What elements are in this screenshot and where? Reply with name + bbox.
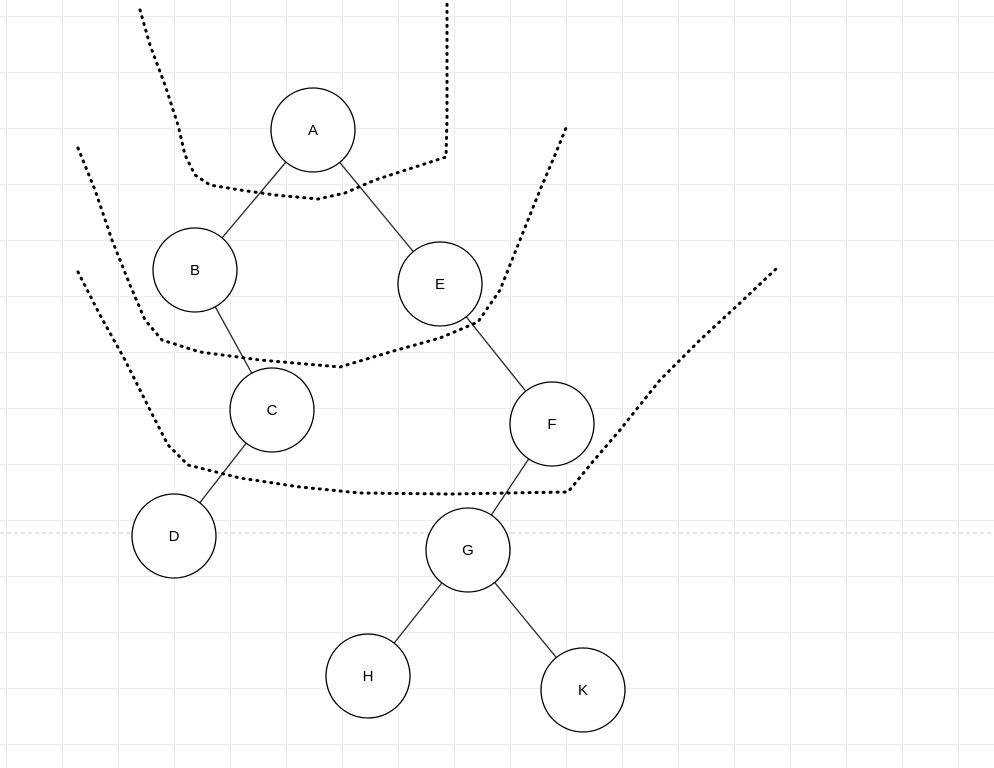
node-c[interactable]: C <box>229 367 315 453</box>
node-circle[interactable] <box>509 381 595 467</box>
boundary-curve-3 <box>76 266 779 496</box>
nodes-layer: A B E C F D G H K <box>131 87 626 733</box>
node-label: H <box>363 668 374 685</box>
node-g[interactable]: G <box>425 507 511 593</box>
node-label: E <box>435 276 445 293</box>
node-f[interactable]: F <box>509 381 595 467</box>
boundary-curve-1 <box>138 0 449 201</box>
node-circle[interactable] <box>325 633 411 719</box>
node-circle[interactable] <box>540 647 626 733</box>
node-label: D <box>169 528 180 545</box>
boundaries-layer <box>76 0 779 496</box>
node-circle[interactable] <box>131 493 217 579</box>
node-e[interactable]: E <box>397 241 483 327</box>
node-label: G <box>462 542 474 559</box>
node-circle[interactable] <box>270 87 356 173</box>
node-circle[interactable] <box>397 241 483 327</box>
node-label: B <box>190 262 200 279</box>
node-a[interactable]: A <box>270 87 356 173</box>
node-b[interactable]: B <box>152 227 238 313</box>
node-label: F <box>547 416 556 433</box>
node-circle[interactable] <box>229 367 315 453</box>
node-k[interactable]: K <box>540 647 626 733</box>
node-label: K <box>578 682 588 699</box>
node-circle[interactable] <box>152 227 238 313</box>
node-h[interactable]: H <box>325 633 411 719</box>
node-label: A <box>308 122 318 139</box>
node-circle[interactable] <box>425 507 511 593</box>
boundary-curve-2 <box>76 126 568 369</box>
node-label: C <box>267 402 278 419</box>
node-d[interactable]: D <box>131 493 217 579</box>
